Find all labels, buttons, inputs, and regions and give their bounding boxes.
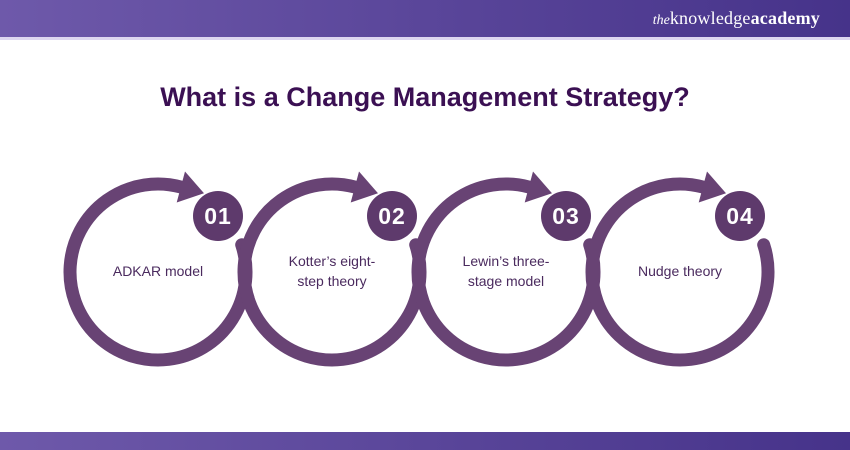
step-number-badge: 01 [193, 191, 243, 241]
circular-arrow-icon [411, 171, 601, 367]
brand-logo: theknowledgeacademy [653, 8, 820, 29]
arrowhead-icon [350, 171, 378, 203]
step-label: Nudge theory [637, 263, 723, 280]
step-label: Lewin’s three- stage model [462, 253, 550, 289]
step-label: Kotter’s eight- step theory [288, 253, 376, 289]
step-unit-1: 01 ADKAR model [60, 171, 260, 371]
step-label: ADKAR model [112, 263, 204, 280]
arrowhead-icon [698, 171, 726, 203]
step-unit-2: 02 Kotter’s eight- step theory [234, 171, 434, 371]
circular-arrow-icon [237, 171, 427, 367]
arrowhead-icon [176, 171, 204, 203]
header-bar: theknowledgeacademy [0, 0, 850, 40]
logo-the: the [652, 13, 670, 28]
logo-knowledge: knowledge [669, 8, 751, 28]
step-number-badge: 03 [541, 191, 591, 241]
circular-arrow-icon [63, 171, 253, 367]
step-unit-4: 04 Nudge theory [582, 171, 782, 371]
page-title: What is a Change Management Strategy? [160, 82, 690, 112]
arrowhead-icon [524, 171, 552, 203]
step-number-badge: 02 [367, 191, 417, 241]
footer-bar [0, 432, 850, 450]
step-unit-3: 03 Lewin’s three- stage model [408, 171, 608, 371]
step-number-badge: 04 [715, 191, 765, 241]
circular-arrow-icon [585, 171, 775, 367]
logo-academy: academy [750, 8, 820, 28]
